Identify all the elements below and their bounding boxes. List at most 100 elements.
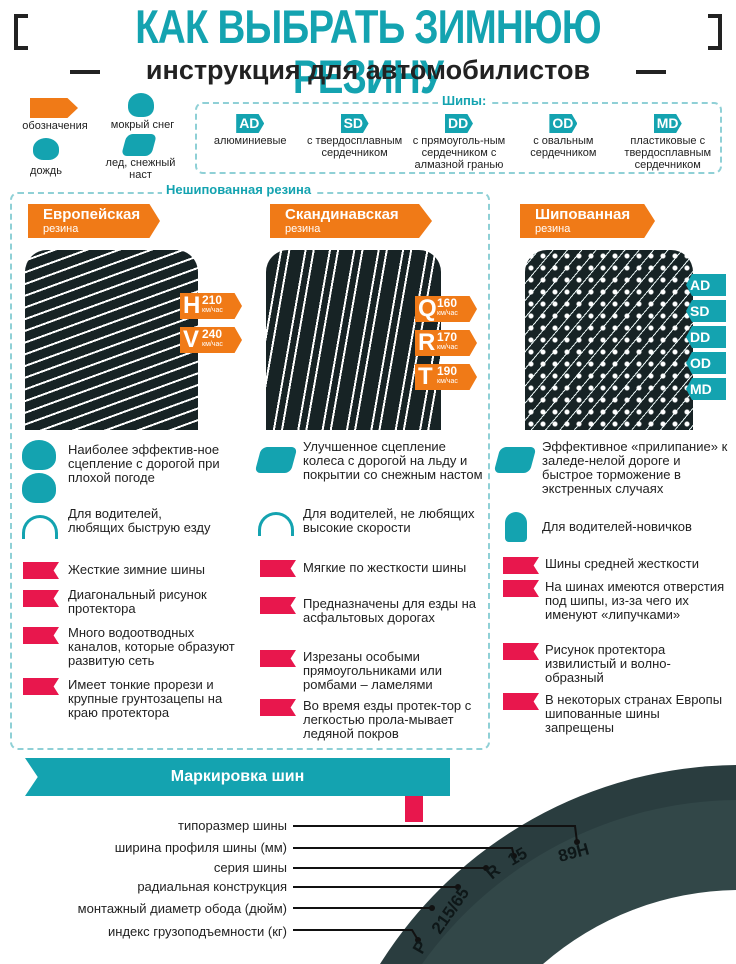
feature-text: Для водителей-новичков bbox=[542, 519, 692, 534]
spike-label: алюминиевые bbox=[213, 135, 287, 147]
marking-label: типоразмер шины bbox=[178, 818, 287, 833]
point-text: Рисунок протектора извилистый и волно-об… bbox=[545, 642, 671, 685]
page-subtitle: инструкция для автомобилистов bbox=[145, 55, 591, 85]
feature-text: Наиболее эффектив-ное сцепление с дорого… bbox=[68, 442, 220, 485]
point-text: Шины средней жесткости bbox=[545, 556, 700, 571]
flag-icon bbox=[503, 557, 539, 574]
spike-code-badge: AD bbox=[236, 114, 265, 133]
legend-designations: обозначения bbox=[22, 120, 88, 132]
legend-rain: дождь bbox=[30, 165, 62, 177]
spike-item: AD алюминиевые bbox=[200, 114, 300, 171]
tire-type-name: Шипованная bbox=[535, 206, 631, 223]
spike-mark-od: OD bbox=[686, 352, 726, 374]
title-bracket-right bbox=[708, 14, 722, 50]
spike-code-badge: SD bbox=[340, 114, 369, 133]
marking-label: серия шины bbox=[214, 860, 287, 875]
flag-icon bbox=[23, 590, 59, 607]
wet-snow-icon bbox=[128, 93, 154, 117]
designation-icon bbox=[30, 98, 78, 118]
marker-dot bbox=[483, 865, 489, 871]
tire-type-sub: резина bbox=[535, 223, 571, 235]
point-text: Много водоотводных каналов, которые обра… bbox=[68, 625, 235, 668]
feature-text: Для водителей, любящих быструю езду bbox=[68, 506, 211, 535]
divider bbox=[636, 70, 666, 74]
marking-label: монтажный диаметр обода (дюйм) bbox=[78, 901, 287, 916]
spike-label: с прямоуголь-ным сердечником с алмазной … bbox=[412, 135, 506, 171]
flag-icon bbox=[503, 580, 539, 597]
unstudded-title: Нешипованная резина bbox=[162, 182, 316, 197]
tire-type-name: Скандинавская bbox=[285, 206, 399, 223]
page-title: КАК ВЫБРАТЬ ЗИМНЮЮ РЕЗИНУ bbox=[135, 0, 601, 103]
marker-dot bbox=[455, 884, 461, 890]
spike-label: с твердосплавным сердечником bbox=[306, 135, 403, 159]
spike-code-badge: DD bbox=[444, 114, 473, 133]
spike-mark-md: MD bbox=[686, 378, 726, 400]
marker-dot bbox=[415, 937, 421, 943]
marking-label: радиальная конструкция bbox=[137, 879, 287, 894]
red-accent bbox=[405, 796, 423, 822]
spike-code-badge: MD bbox=[653, 114, 682, 133]
marking-banner: Маркировка шин bbox=[25, 758, 450, 796]
wet-snow-icon bbox=[22, 473, 56, 503]
flag-icon bbox=[260, 650, 296, 667]
point-text: На шинах имеются отверстия под шипы, из-… bbox=[545, 579, 725, 622]
flag-icon bbox=[23, 562, 59, 579]
marker-dot bbox=[429, 905, 435, 911]
spike-item: OD с овальным сердечником bbox=[513, 114, 613, 171]
feature-text: Улучшенное сцепление колеса с дорогой на… bbox=[303, 439, 483, 482]
driver-icon bbox=[505, 512, 527, 542]
flag-icon bbox=[23, 678, 59, 695]
studded-tire-image bbox=[525, 250, 693, 430]
marking-label: индекс грузоподъемности (кг) bbox=[108, 924, 287, 939]
european-tire-image bbox=[25, 250, 198, 430]
marking-label: ширина профиля шины (мм) bbox=[115, 840, 287, 855]
flag-icon bbox=[260, 560, 296, 577]
spike-mark-ad: AD bbox=[686, 274, 726, 296]
divider bbox=[70, 70, 100, 74]
point-text: В некоторых странах Европы шипованные ши… bbox=[545, 692, 723, 735]
flag-icon bbox=[23, 627, 59, 644]
tire-type-sub: резина bbox=[285, 223, 321, 235]
speedometer-icon bbox=[258, 512, 294, 536]
spikes-title: Шипы: bbox=[438, 93, 491, 108]
point-text: Имеет тонкие прорези и крупные грунтозац… bbox=[68, 677, 223, 720]
flag-icon bbox=[260, 597, 296, 614]
rain-icon bbox=[33, 138, 59, 160]
spike-item: SD с твердосплавным сердечником bbox=[305, 114, 405, 171]
point-text: Жесткие зимние шины bbox=[68, 562, 205, 577]
spike-code-badge: OD bbox=[549, 114, 578, 133]
title-bracket-left bbox=[14, 14, 28, 50]
spike-mark-sd: SD bbox=[686, 300, 726, 322]
spike-label: с овальным сердечником bbox=[530, 135, 597, 159]
tire-type-name: Европейская bbox=[43, 206, 141, 223]
spike-mark-dd: DD bbox=[686, 326, 726, 348]
flag-icon bbox=[260, 699, 296, 716]
point-text: Диагональный рисунок протектора bbox=[68, 587, 207, 616]
tire-type-sub: резина bbox=[43, 223, 79, 235]
point-text: Изрезаны особыми прямоугольниками или ро… bbox=[303, 649, 443, 692]
point-text: Предназначены для езды на асфальтовых до… bbox=[303, 596, 476, 625]
rain-icon bbox=[22, 440, 56, 470]
legend-ice: лед, снежный наст bbox=[105, 157, 176, 181]
marker-dot bbox=[574, 839, 580, 845]
feature-text: Эффективное «прилипание» к заледе-нелой … bbox=[542, 439, 728, 496]
point-text: Во время езды протек-тор с легкостью про… bbox=[303, 698, 472, 741]
flag-icon bbox=[503, 693, 539, 710]
spike-item: DD с прямоуголь-ным сердечником с алмазно… bbox=[409, 114, 509, 171]
scandinavian-tire-image bbox=[266, 250, 441, 430]
flag-icon bbox=[503, 643, 539, 660]
point-text: Мягкие по жесткости шины bbox=[303, 560, 467, 575]
legend-wet-snow: мокрый снег bbox=[110, 119, 175, 131]
feature-text: Для водителей, не любящих высокие скорос… bbox=[303, 506, 475, 535]
tire-rim-hole bbox=[543, 890, 736, 964]
